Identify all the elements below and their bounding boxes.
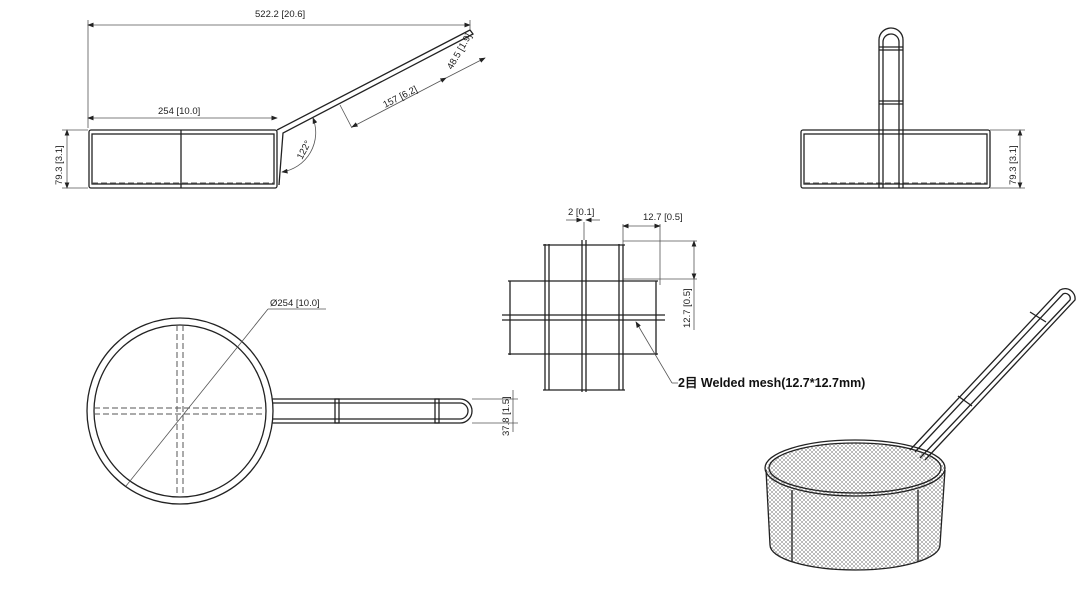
pitch-vertical-dim: 12.7 [0.5] bbox=[682, 288, 693, 328]
top-view: Ø254 [10.0] 37.8 [1.5] bbox=[86, 298, 518, 505]
mesh-detail: 2 [0.1] 12.7 [0.5] 12.7 [0.5] 2目 Welded … bbox=[502, 207, 865, 392]
isometric-view bbox=[764, 287, 1076, 571]
handle-width-dim: 37.8 [1.5] bbox=[501, 396, 512, 436]
pitch-horizontal-dim: 12.7 [0.5] bbox=[643, 212, 683, 223]
side-height-dim: 79.3 [3.1] bbox=[54, 145, 65, 185]
diameter-dim: Ø254 [10.0] bbox=[270, 298, 320, 309]
front-height-dim: 79.3 [3.1] bbox=[1008, 145, 1019, 185]
basket-diameter-dim: 254 [10.0] bbox=[158, 106, 200, 117]
overall-length-dim: 522.2 [20.6] bbox=[255, 9, 305, 20]
handle-angle-dim: 122° bbox=[295, 139, 314, 162]
side-view: 522.2 [20.6] 254 [10.0] 79.3 [3.1] 122° … bbox=[54, 9, 486, 189]
front-view: 79.3 [3.1] bbox=[800, 27, 1025, 189]
mesh-callout: 2目 Welded mesh(12.7*12.7mm) bbox=[678, 376, 865, 390]
handle-segment-dim: 157 [6.2] bbox=[381, 84, 419, 111]
wire-diameter-dim: 2 [0.1] bbox=[568, 207, 594, 218]
